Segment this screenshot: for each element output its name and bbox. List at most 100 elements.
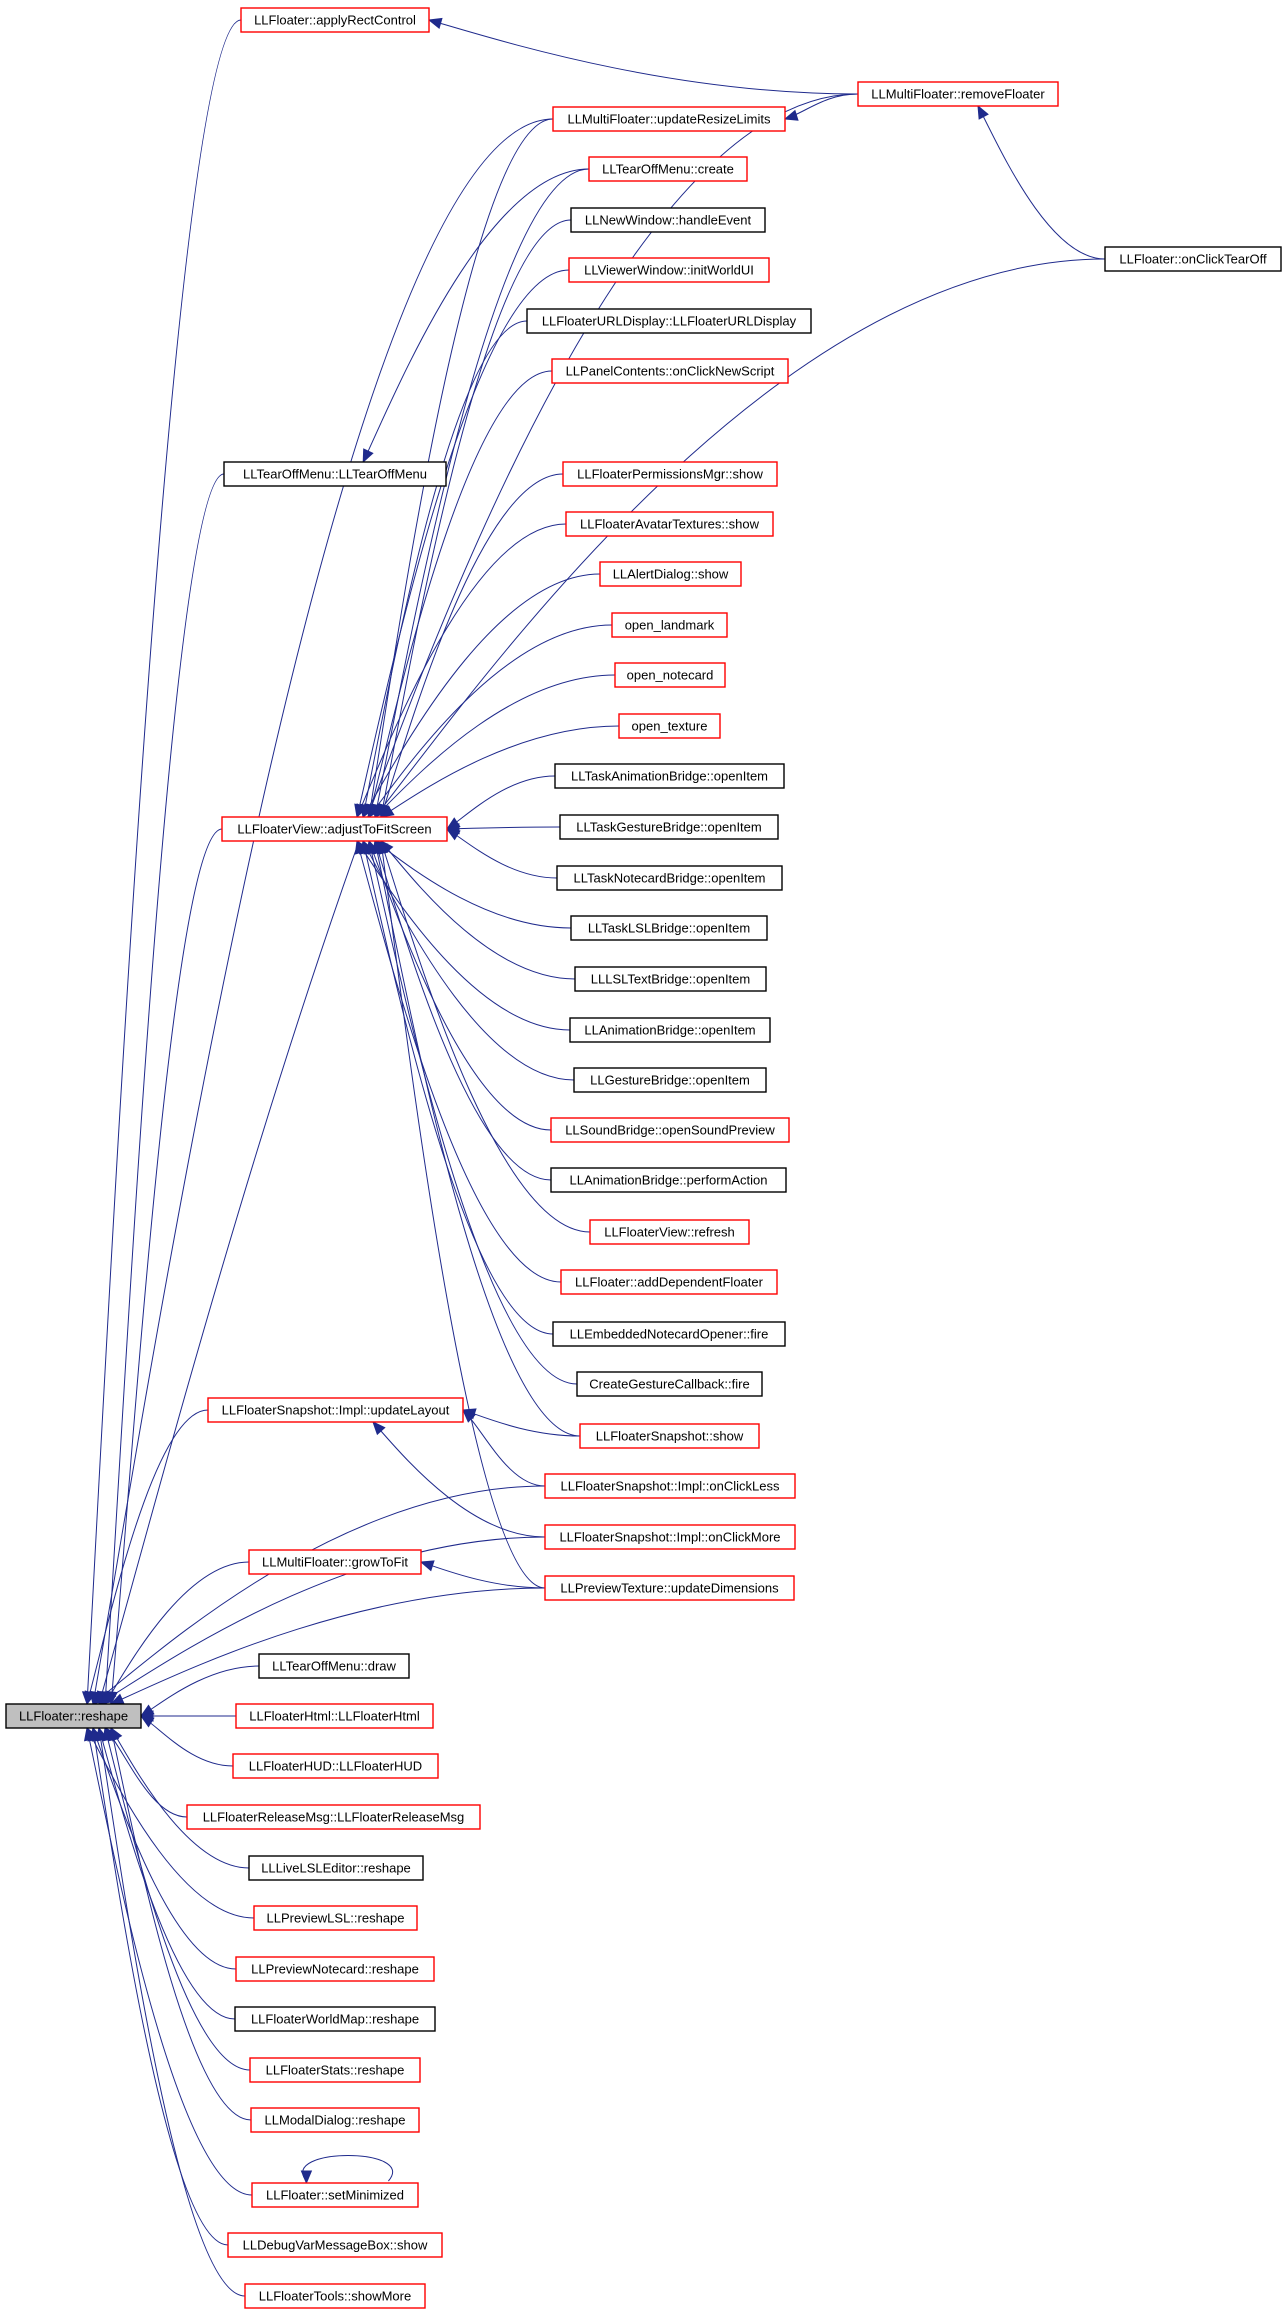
node-box: [250, 2107, 420, 2133]
node-box: [552, 1321, 786, 1347]
node-box: [570, 207, 766, 233]
node-permMgrShow[interactable]: LLFloaterPermissionsMgr::show: [562, 461, 778, 487]
node-avatarTexShow[interactable]: LLFloaterAvatarTextures::show: [565, 511, 774, 537]
node-tearoffCreate[interactable]: LLTearOffMenu::create: [588, 156, 748, 182]
call-edge-initWorldUI-to-adjustToFit: [354, 269, 570, 819]
call-edge-tearoffCreate-to-adjustToFit: [371, 168, 590, 819]
edge-line: [110, 1727, 252, 2121]
node-taskAnimOpen[interactable]: LLTaskAnimationBridge::openItem: [554, 763, 785, 789]
node-tearoffCtor[interactable]: LLTearOffMenu::LLTearOffMenu: [223, 461, 447, 487]
node-snapMore[interactable]: LLFloaterSnapshot::Impl::onClickMore: [544, 1524, 796, 1550]
node-alertShow[interactable]: LLAlertDialog::show: [599, 561, 742, 587]
node-applyRectControl[interactable]: LLFloater::applyRectControl: [240, 7, 430, 33]
node-label: LLPreviewTexture::updateDimensions: [560, 1581, 779, 1596]
edge-line: [374, 674, 616, 818]
node-snapShow[interactable]: LLFloaterSnapshot::show: [579, 1423, 760, 1449]
arrowhead-icon: [462, 1409, 477, 1423]
call-edge-hudCtor-to-reshape: [139, 1715, 234, 1767]
call-edge-lslTextOpen-to-adjustToFit: [380, 840, 576, 980]
node-label: LLFloaterView::refresh: [604, 1225, 735, 1240]
node-label: LLTearOffMenu::LLTearOffMenu: [243, 467, 427, 482]
node-previewNoteReshape[interactable]: LLPreviewNotecard::reshape: [235, 1956, 435, 1982]
edge-line: [302, 2155, 393, 2182]
node-viewRefresh[interactable]: LLFloaterView::refresh: [589, 1219, 750, 1245]
node-lslTextOpen[interactable]: LLLSLTextBridge::openItem: [574, 966, 767, 992]
edge-line: [368, 370, 553, 818]
call-edge-setMinimized-to-setMinimized: [300, 2155, 393, 2185]
edge-line: [380, 840, 546, 1589]
node-setMinimized[interactable]: LLFloater::setMinimized: [251, 2182, 419, 2208]
edge-line: [98, 1727, 246, 2297]
node-animOpen[interactable]: LLAnimationBridge::openItem: [569, 1017, 771, 1043]
node-animPerform[interactable]: LLAnimationBridge::performAction: [550, 1167, 787, 1193]
node-snapUpdateLayout[interactable]: LLFloaterSnapshot::Impl::updateLayout: [207, 1397, 464, 1423]
call-edge-onClickTearOff-to-removeFloater: [977, 104, 1106, 260]
node-label: LLFloater::setMinimized: [266, 2188, 404, 2203]
node-adjustToFit[interactable]: LLFloaterView::adjustToFitScreen: [221, 816, 448, 842]
node-box: [1104, 246, 1282, 272]
node-label: LLTaskGestureBridge::openItem: [576, 820, 761, 835]
edge-line: [420, 1561, 546, 1589]
call-edge-removeFloater-to-reshape: [96, 93, 859, 1706]
node-openLandmark[interactable]: open_landmark: [611, 612, 728, 638]
node-box: [560, 1269, 778, 1295]
node-urlDisplay[interactable]: LLFloaterURLDisplay::LLFloaterURLDisplay: [526, 308, 812, 334]
call-edge-onClickTearOff-to-adjustToFit: [374, 258, 1106, 819]
node-box: [240, 7, 430, 33]
node-snapLess[interactable]: LLFloaterSnapshot::Impl::onClickLess: [544, 1473, 796, 1499]
node-embeddedFire[interactable]: LLEmbeddedNotecardOpener::fire: [552, 1321, 786, 1347]
node-tearoffDraw[interactable]: LLTearOffMenu::draw: [258, 1653, 410, 1679]
node-modalReshape[interactable]: LLModalDialog::reshape: [250, 2107, 420, 2133]
node-gestOpen[interactable]: LLGestureBridge::openItem: [573, 1067, 767, 1093]
node-htmlCtor[interactable]: LLFloaterHtml::LLFloaterHtml: [235, 1703, 434, 1729]
node-soundPreview[interactable]: LLSoundBridge::openSoundPreview: [550, 1117, 790, 1143]
call-edge-removeFloater-to-updateResizeLimits: [783, 93, 859, 121]
edge-line: [110, 1587, 546, 1705]
call-edge-taskNoteOpen-to-adjustToFit: [445, 828, 558, 879]
node-previewLslReshape[interactable]: LLPreviewLSL::reshape: [253, 1905, 418, 1931]
node-updateResizeLimits[interactable]: LLMultiFloater::updateResizeLimits: [552, 106, 786, 132]
node-releaseMsgCtor[interactable]: LLFloaterReleaseMsg::LLFloaterReleaseMsg: [186, 1804, 481, 1830]
node-statsReshape[interactable]: LLFloaterStats::reshape: [249, 2057, 421, 2083]
node-box: [611, 612, 728, 638]
node-worldMapReshape[interactable]: LLFloaterWorldMap::reshape: [234, 2006, 436, 2032]
edge-line: [86, 1409, 209, 1705]
node-box: [248, 1549, 422, 1575]
node-gestureCbFire[interactable]: CreateGestureCallback::fire: [576, 1371, 763, 1397]
node-label: LLViewerWindow::initWorldUI: [584, 263, 754, 278]
node-removeFloater[interactable]: LLMultiFloater::removeFloater: [857, 81, 1059, 107]
node-previewTexDims[interactable]: LLPreviewTexture::updateDimensions: [544, 1575, 795, 1601]
edge-line: [140, 1715, 234, 1767]
node-reshape[interactable]: LLFloater::reshape: [5, 1703, 142, 1729]
node-box: [573, 1067, 767, 1093]
call-edge-updateResizeLimits-to-reshape: [89, 118, 554, 1706]
node-newWindowHandle[interactable]: LLNewWindow::handleEvent: [570, 207, 766, 233]
node-growToFit[interactable]: LLMultiFloater::growToFit: [248, 1549, 422, 1575]
arrowhead-icon: [419, 1560, 435, 1572]
node-newScript[interactable]: LLPanelContents::onClickNewScript: [551, 358, 789, 384]
node-debugVarShow[interactable]: LLDebugVarMessageBox::show: [227, 2232, 443, 2258]
node-addDependent[interactable]: LLFloater::addDependentFloater: [560, 1269, 778, 1295]
node-box: [251, 2182, 419, 2208]
node-taskGestOpen[interactable]: LLTaskGestureBridge::openItem: [559, 814, 779, 840]
edge-line: [98, 1536, 546, 1705]
call-edge-snapLess-to-snapUpdateLayout: [462, 1409, 546, 1487]
node-openTexture[interactable]: open_texture: [618, 713, 721, 739]
node-label: LLMultiFloater::growToFit: [262, 1555, 408, 1570]
node-hudCtor[interactable]: LLFloaterHUD::LLFloaterHUD: [232, 1753, 439, 1779]
call-edge-snapUpdateLayout-to-reshape: [84, 1409, 209, 1706]
node-label: LLEmbeddedNotecardOpener::fire: [570, 1327, 769, 1342]
arrowhead-icon: [427, 17, 443, 29]
node-initWorldUI[interactable]: LLViewerWindow::initWorldUI: [568, 257, 770, 283]
node-taskLslOpen[interactable]: LLTaskLSLBridge::openItem: [570, 915, 768, 941]
call-edge-toolsShowMore-to-reshape: [95, 1726, 246, 2297]
node-openNotecard[interactable]: open_notecard: [614, 662, 726, 688]
node-liveLslReshape[interactable]: LLLiveLSLEditor::reshape: [248, 1855, 424, 1881]
node-box: [556, 865, 783, 891]
node-taskNoteOpen[interactable]: LLTaskNotecardBridge::openItem: [556, 865, 783, 891]
node-toolsShowMore[interactable]: LLFloaterTools::showMore: [244, 2283, 426, 2309]
edge-line: [446, 775, 556, 830]
node-label: LLFloaterReleaseMsg::LLFloaterReleaseMsg: [203, 1810, 465, 1825]
node-box: [253, 1905, 418, 1931]
node-onClickTearOff[interactable]: LLFloater::onClickTearOff: [1104, 246, 1282, 272]
